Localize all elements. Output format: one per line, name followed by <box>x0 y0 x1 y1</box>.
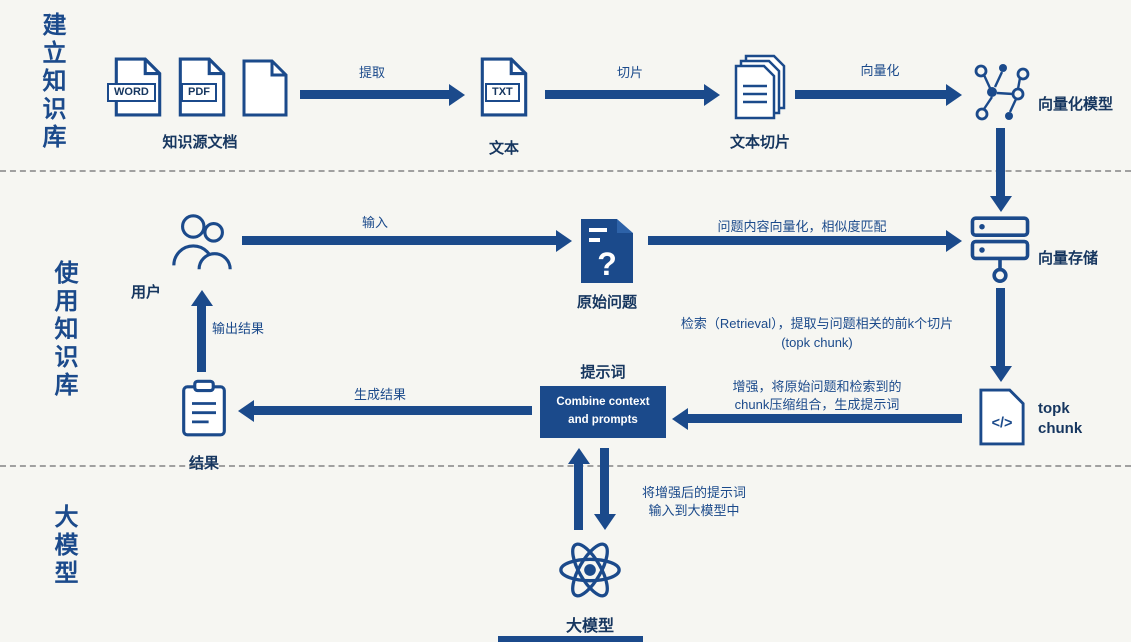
vector-store-label: 向量存储 <box>1038 250 1099 267</box>
vectorize-arrow <box>795 90 946 99</box>
similarity-arrow-label: 问题内容向量化，相似度匹配 <box>717 219 887 234</box>
topk-chunk-label-line2: chunk <box>1038 420 1083 437</box>
question-doc-icon: ? <box>579 216 635 286</box>
from-model-up-arrow <box>574 464 583 530</box>
section-label-model: 大模型 <box>50 504 77 588</box>
atom-icon <box>556 536 624 604</box>
user-label: 用户 <box>130 284 161 301</box>
input-arrow <box>242 236 556 245</box>
retrieval-arrow-label-line1: 检索（Retrieval），提取与问题相关的前k个切片 <box>680 316 954 331</box>
section-label-build: 建立知识库 <box>38 12 65 152</box>
vectorize-arrow-label: 向量化 <box>860 63 900 78</box>
text-label: 文本 <box>488 140 519 157</box>
output-up-arrow <box>197 306 206 372</box>
combine-box-line2: and prompts <box>568 414 638 426</box>
question-mark-glyph: ? <box>597 246 617 282</box>
original-question-label: 原始问题 <box>576 294 637 311</box>
text-chunks-label: 文本切片 <box>729 134 790 151</box>
prompt-label: 提示词 <box>580 364 626 381</box>
extract-arrow <box>300 90 449 99</box>
topk-chunk-label-line1: topk <box>1038 400 1070 417</box>
generate-arrow-label: 生成结果 <box>353 387 406 402</box>
code-glyph: </> <box>992 416 1013 432</box>
source-docs-label: 知识源文档 <box>162 134 238 151</box>
combine-box: Combine context and prompts <box>540 386 666 438</box>
bottom-accent-bar <box>498 636 643 642</box>
combine-box-line1: Combine context <box>556 396 650 409</box>
section-divider-bottom <box>0 465 1131 467</box>
pdf-doc-badge: PDF <box>181 83 217 102</box>
section-label-use: 使用知识库 <box>50 260 77 400</box>
similarity-arrow <box>648 236 946 245</box>
extract-arrow-label: 提取 <box>358 65 385 80</box>
augment-arrow-label-line2: chunk压缩组合，生成提示词 <box>734 397 900 412</box>
clipboard-icon <box>180 376 228 442</box>
result-label: 结果 <box>188 455 219 472</box>
server-icon <box>968 214 1032 286</box>
input-arrow-label: 输入 <box>361 215 388 230</box>
blank-doc-icon <box>240 58 290 118</box>
txt-doc-badge: TXT <box>485 83 520 102</box>
retrieval-down-arrow <box>996 288 1005 366</box>
augment-arrow-label-line1: 增强，将原始问题和检索到的 <box>732 379 902 394</box>
word-doc-badge: WORD <box>107 83 156 102</box>
users-icon <box>168 208 236 280</box>
slice-arrow-label: 切片 <box>616 65 643 80</box>
vectorize-down-arrow <box>996 128 1005 196</box>
neural-network-icon <box>972 60 1032 124</box>
stacked-docs-icon <box>732 54 788 120</box>
generate-arrow <box>254 406 532 415</box>
augment-arrow <box>688 414 962 423</box>
large-model-label: 大模型 <box>565 618 614 635</box>
code-doc-icon: </> <box>978 386 1026 448</box>
to-model-arrow-label-line2: 输入到大模型中 <box>648 503 740 518</box>
slice-arrow <box>545 90 704 99</box>
vector-model-label: 向量化模型 <box>1038 96 1114 113</box>
to-model-arrow-label-line1: 将增强后的提示词 <box>641 485 746 500</box>
retrieval-arrow-label-line2: (topk chunk) <box>781 335 853 350</box>
output-arrow-label: 输出结果 <box>212 321 265 336</box>
section-divider-top <box>0 170 1131 172</box>
to-model-down-arrow <box>600 448 609 514</box>
